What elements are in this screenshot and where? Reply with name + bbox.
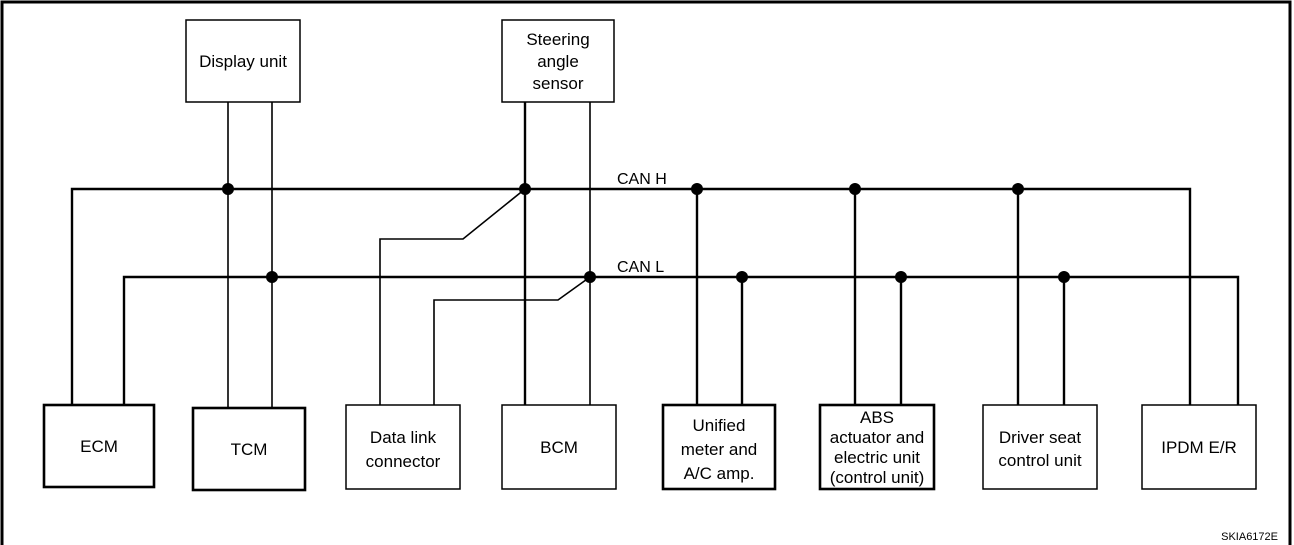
unified-meter-box: Unified meter and A/C amp. bbox=[661, 403, 777, 491]
data-link-connector-label-line1: Data link bbox=[370, 428, 437, 447]
unified-meter-label-line3: A/C amp. bbox=[684, 464, 755, 483]
connection-wires bbox=[227, 102, 1066, 408]
driver-seat-label-line1: Driver seat bbox=[999, 428, 1081, 447]
bcm-label: BCM bbox=[540, 438, 578, 457]
ecm-label: ECM bbox=[80, 437, 118, 456]
ipdm-er-box: IPDM E/R bbox=[1141, 404, 1257, 490]
node-can-h-abs bbox=[849, 183, 861, 195]
node-can-h-tcm bbox=[222, 183, 234, 195]
can-l-bus: CAN L bbox=[122, 259, 1240, 405]
node-can-l-meter bbox=[736, 271, 748, 283]
node-can-h-seat bbox=[1012, 183, 1024, 195]
node-can-l-tcm bbox=[266, 271, 278, 283]
abs-actuator-label-line3: electric unit bbox=[834, 448, 920, 467]
steering-angle-sensor-label-line3: sensor bbox=[532, 74, 583, 93]
display-unit-box: Display unit bbox=[185, 19, 301, 103]
node-can-l-seat bbox=[1058, 271, 1070, 283]
abs-actuator-label-line2: actuator and bbox=[830, 428, 925, 447]
can-h-label: CAN H bbox=[617, 171, 667, 188]
ecm-box: ECM bbox=[42, 403, 156, 489]
node-can-l-steering bbox=[584, 271, 596, 283]
steering-angle-sensor-label-line2: angle bbox=[537, 52, 579, 71]
node-can-l-abs bbox=[895, 271, 907, 283]
can-h-bus: CAN H bbox=[70, 171, 1192, 405]
bcm-box: BCM bbox=[501, 404, 617, 490]
tcm-label: TCM bbox=[231, 440, 268, 459]
figure-code: SKIA6172E bbox=[1221, 531, 1278, 543]
unified-meter-label-line2: meter and bbox=[681, 440, 758, 459]
node-can-h-meter bbox=[691, 183, 703, 195]
data-link-connector-box: Data link connector bbox=[345, 404, 461, 490]
junction-nodes bbox=[222, 183, 1070, 283]
abs-actuator-box: ABS actuator and electric unit (control … bbox=[818, 403, 936, 491]
driver-seat-label-line2: control unit bbox=[998, 451, 1081, 470]
data-link-connector-label-line2: connector bbox=[366, 452, 441, 471]
abs-actuator-label-line4: (control unit) bbox=[830, 468, 924, 487]
tcm-box: TCM bbox=[191, 406, 307, 492]
abs-actuator-label-line1: ABS bbox=[860, 408, 894, 427]
ipdm-er-label: IPDM E/R bbox=[1161, 438, 1237, 457]
display-unit-label: Display unit bbox=[199, 52, 287, 71]
node-can-h-steering bbox=[519, 183, 531, 195]
can-l-label: CAN L bbox=[617, 259, 664, 276]
driver-seat-control-unit-box: Driver seat control unit bbox=[982, 404, 1098, 490]
steering-angle-sensor-box: Steering angle sensor bbox=[501, 19, 615, 103]
unified-meter-label-line1: Unified bbox=[693, 416, 746, 435]
steering-angle-sensor-label-line1: Steering bbox=[526, 30, 589, 49]
